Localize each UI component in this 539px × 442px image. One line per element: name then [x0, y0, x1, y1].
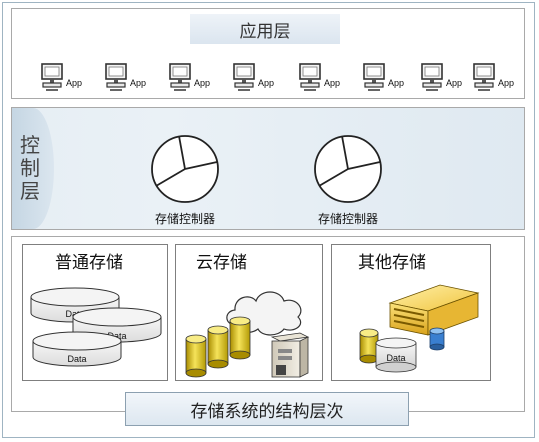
computer-icon — [105, 63, 127, 91]
app-item: App — [362, 61, 404, 91]
data-disk-label: Data — [386, 353, 405, 363]
app-item: App — [472, 61, 514, 91]
yellow-drum-icon — [359, 328, 379, 364]
rack-server-icon — [388, 284, 480, 336]
storage-controller-label: 存储控制器 — [154, 212, 215, 226]
storage-controller-label: 存储控制器 — [317, 212, 378, 226]
app-label: App — [388, 78, 405, 88]
other-storage-box: 其他存储 — [331, 244, 491, 381]
app-label: App — [66, 78, 83, 88]
data-disk-label: Data — [107, 331, 126, 341]
app-item: App — [104, 61, 146, 91]
app-item: App — [168, 61, 210, 91]
data-disk-label: Data — [67, 354, 86, 364]
cloud-storage-title: 云存储 — [196, 253, 247, 273]
data-disk: Data — [375, 337, 417, 373]
computer-icon — [363, 63, 385, 91]
storage-controller-icon — [151, 135, 219, 203]
application-layer: 应用层 App App — [11, 8, 525, 99]
computer-icon — [169, 63, 191, 91]
blue-drum-icon — [429, 327, 445, 351]
app-label: App — [446, 78, 463, 88]
app-label: App — [498, 78, 515, 88]
app-label: App — [324, 78, 341, 88]
app-item: App — [420, 61, 462, 91]
other-storage-title: 其他存储 — [358, 253, 426, 273]
storage-controller: 存储控制器 — [288, 134, 408, 227]
app-label: App — [130, 78, 147, 88]
app-item: App — [298, 61, 340, 91]
computer-icon — [299, 63, 321, 91]
data-disk: Data — [32, 331, 122, 367]
storage-layer: 普通存储 Data Data Data — [11, 236, 525, 412]
computer-icon — [473, 63, 495, 91]
other-storage-illustration: Data — [359, 284, 480, 373]
yellow-drum-icon — [207, 325, 229, 369]
yellow-drum-icon — [229, 316, 251, 360]
application-layer-title: 应用层 — [190, 14, 340, 44]
cloud-storage-box: 云存储 — [175, 244, 323, 381]
computer-icon — [233, 63, 255, 91]
normal-storage-title: 普通存储 — [55, 253, 123, 273]
app-item: App — [40, 61, 82, 91]
cloud-storage-illustration — [185, 291, 310, 378]
computer-icon — [421, 63, 443, 91]
control-layer-label: 控制层 — [20, 133, 40, 203]
app-item: App — [232, 61, 274, 91]
app-list: App App App — [40, 61, 520, 91]
computer-icon — [41, 63, 63, 91]
app-label: App — [194, 78, 211, 88]
control-layer: 控制层 存储控制器 存储控制器 — [11, 107, 525, 230]
control-layer-side-panel — [12, 108, 54, 229]
storage-controller: 存储控制器 — [125, 134, 245, 227]
storage-controller-icon — [314, 135, 382, 203]
app-label: App — [258, 78, 275, 88]
normal-storage-box: 普通存储 Data Data Data — [22, 244, 168, 381]
yellow-drum-icon — [185, 334, 207, 378]
normal-storage-disks: Data Data Data — [30, 287, 162, 367]
diagram-caption: 存储系统的结构层次 — [125, 392, 409, 426]
server-tower-icon — [270, 332, 310, 378]
